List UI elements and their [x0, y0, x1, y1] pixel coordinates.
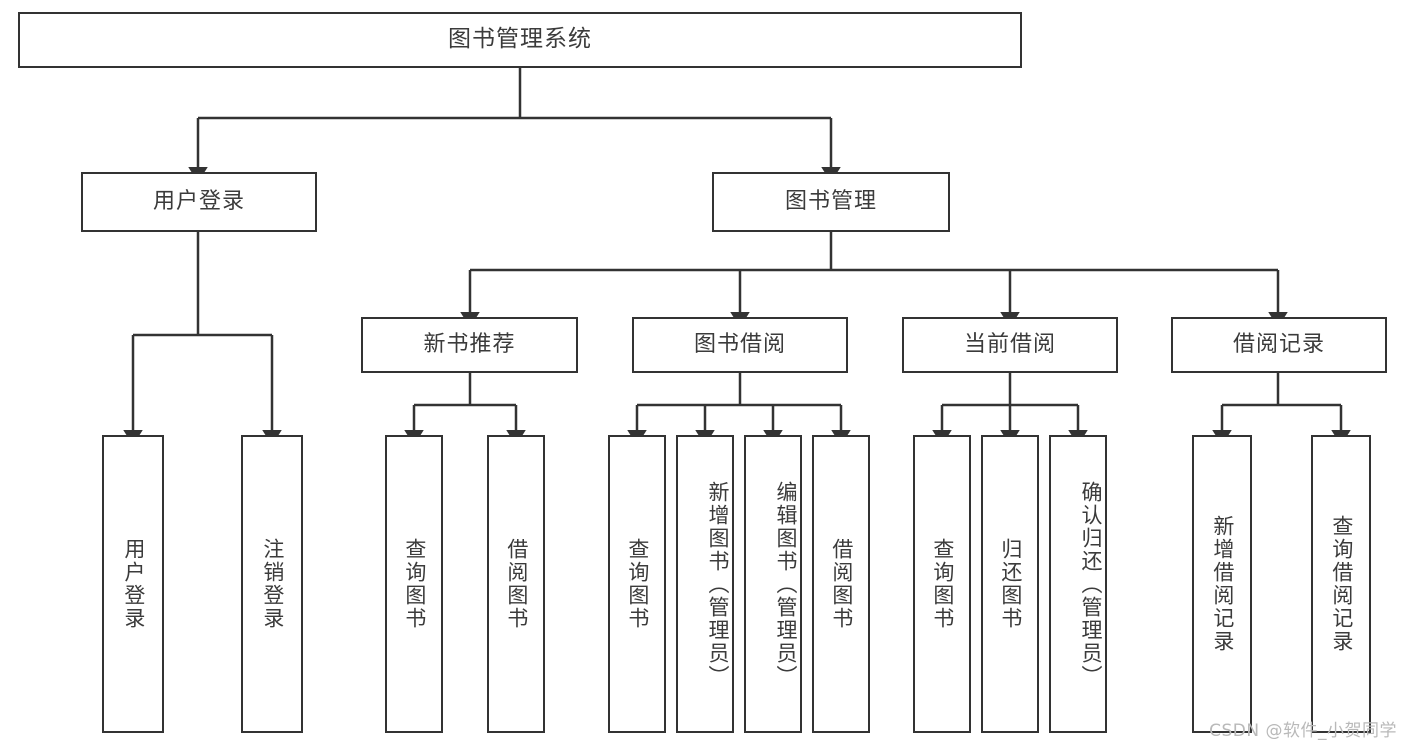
- leaf-borrow-add-book-admin[interactable]: 新增图书（管理员）: [676, 435, 734, 733]
- leaf-current-confirm-return-admin[interactable]: 确认归还（管理员）: [1049, 435, 1107, 733]
- node-book-management[interactable]: 图书管理: [712, 172, 950, 232]
- leaf-current-return-book[interactable]: 归还图书: [981, 435, 1039, 733]
- node-root-book-management-system[interactable]: 图书管理系统: [18, 12, 1022, 68]
- leaf-current-query-book[interactable]: 查询图书: [913, 435, 971, 733]
- leaf-recommend-borrow-book[interactable]: 借阅图书: [487, 435, 545, 733]
- leaf-user-login[interactable]: 用户登录: [102, 435, 164, 733]
- leaf-borrow-query-book[interactable]: 查询图书: [608, 435, 666, 733]
- leaf-logout-login[interactable]: 注销登录: [241, 435, 303, 733]
- leaf-borrow-edit-book-admin[interactable]: 编辑图书（管理员）: [744, 435, 802, 733]
- node-user-login[interactable]: 用户登录: [81, 172, 317, 232]
- leaf-record-query-borrow-record[interactable]: 查询借阅记录: [1311, 435, 1371, 733]
- leaf-borrow-do-borrow-book[interactable]: 借阅图书: [812, 435, 870, 733]
- node-book-borrowing[interactable]: 图书借阅: [632, 317, 848, 373]
- node-current-borrowing[interactable]: 当前借阅: [902, 317, 1118, 373]
- node-borrowing-record[interactable]: 借阅记录: [1171, 317, 1387, 373]
- leaf-record-add-borrow-record[interactable]: 新增借阅记录: [1192, 435, 1252, 733]
- node-new-book-recommendation[interactable]: 新书推荐: [361, 317, 578, 373]
- leaf-recommend-query-book[interactable]: 查询图书: [385, 435, 443, 733]
- csdn-watermark: CSDN @软件_小贺同学: [1209, 721, 1397, 741]
